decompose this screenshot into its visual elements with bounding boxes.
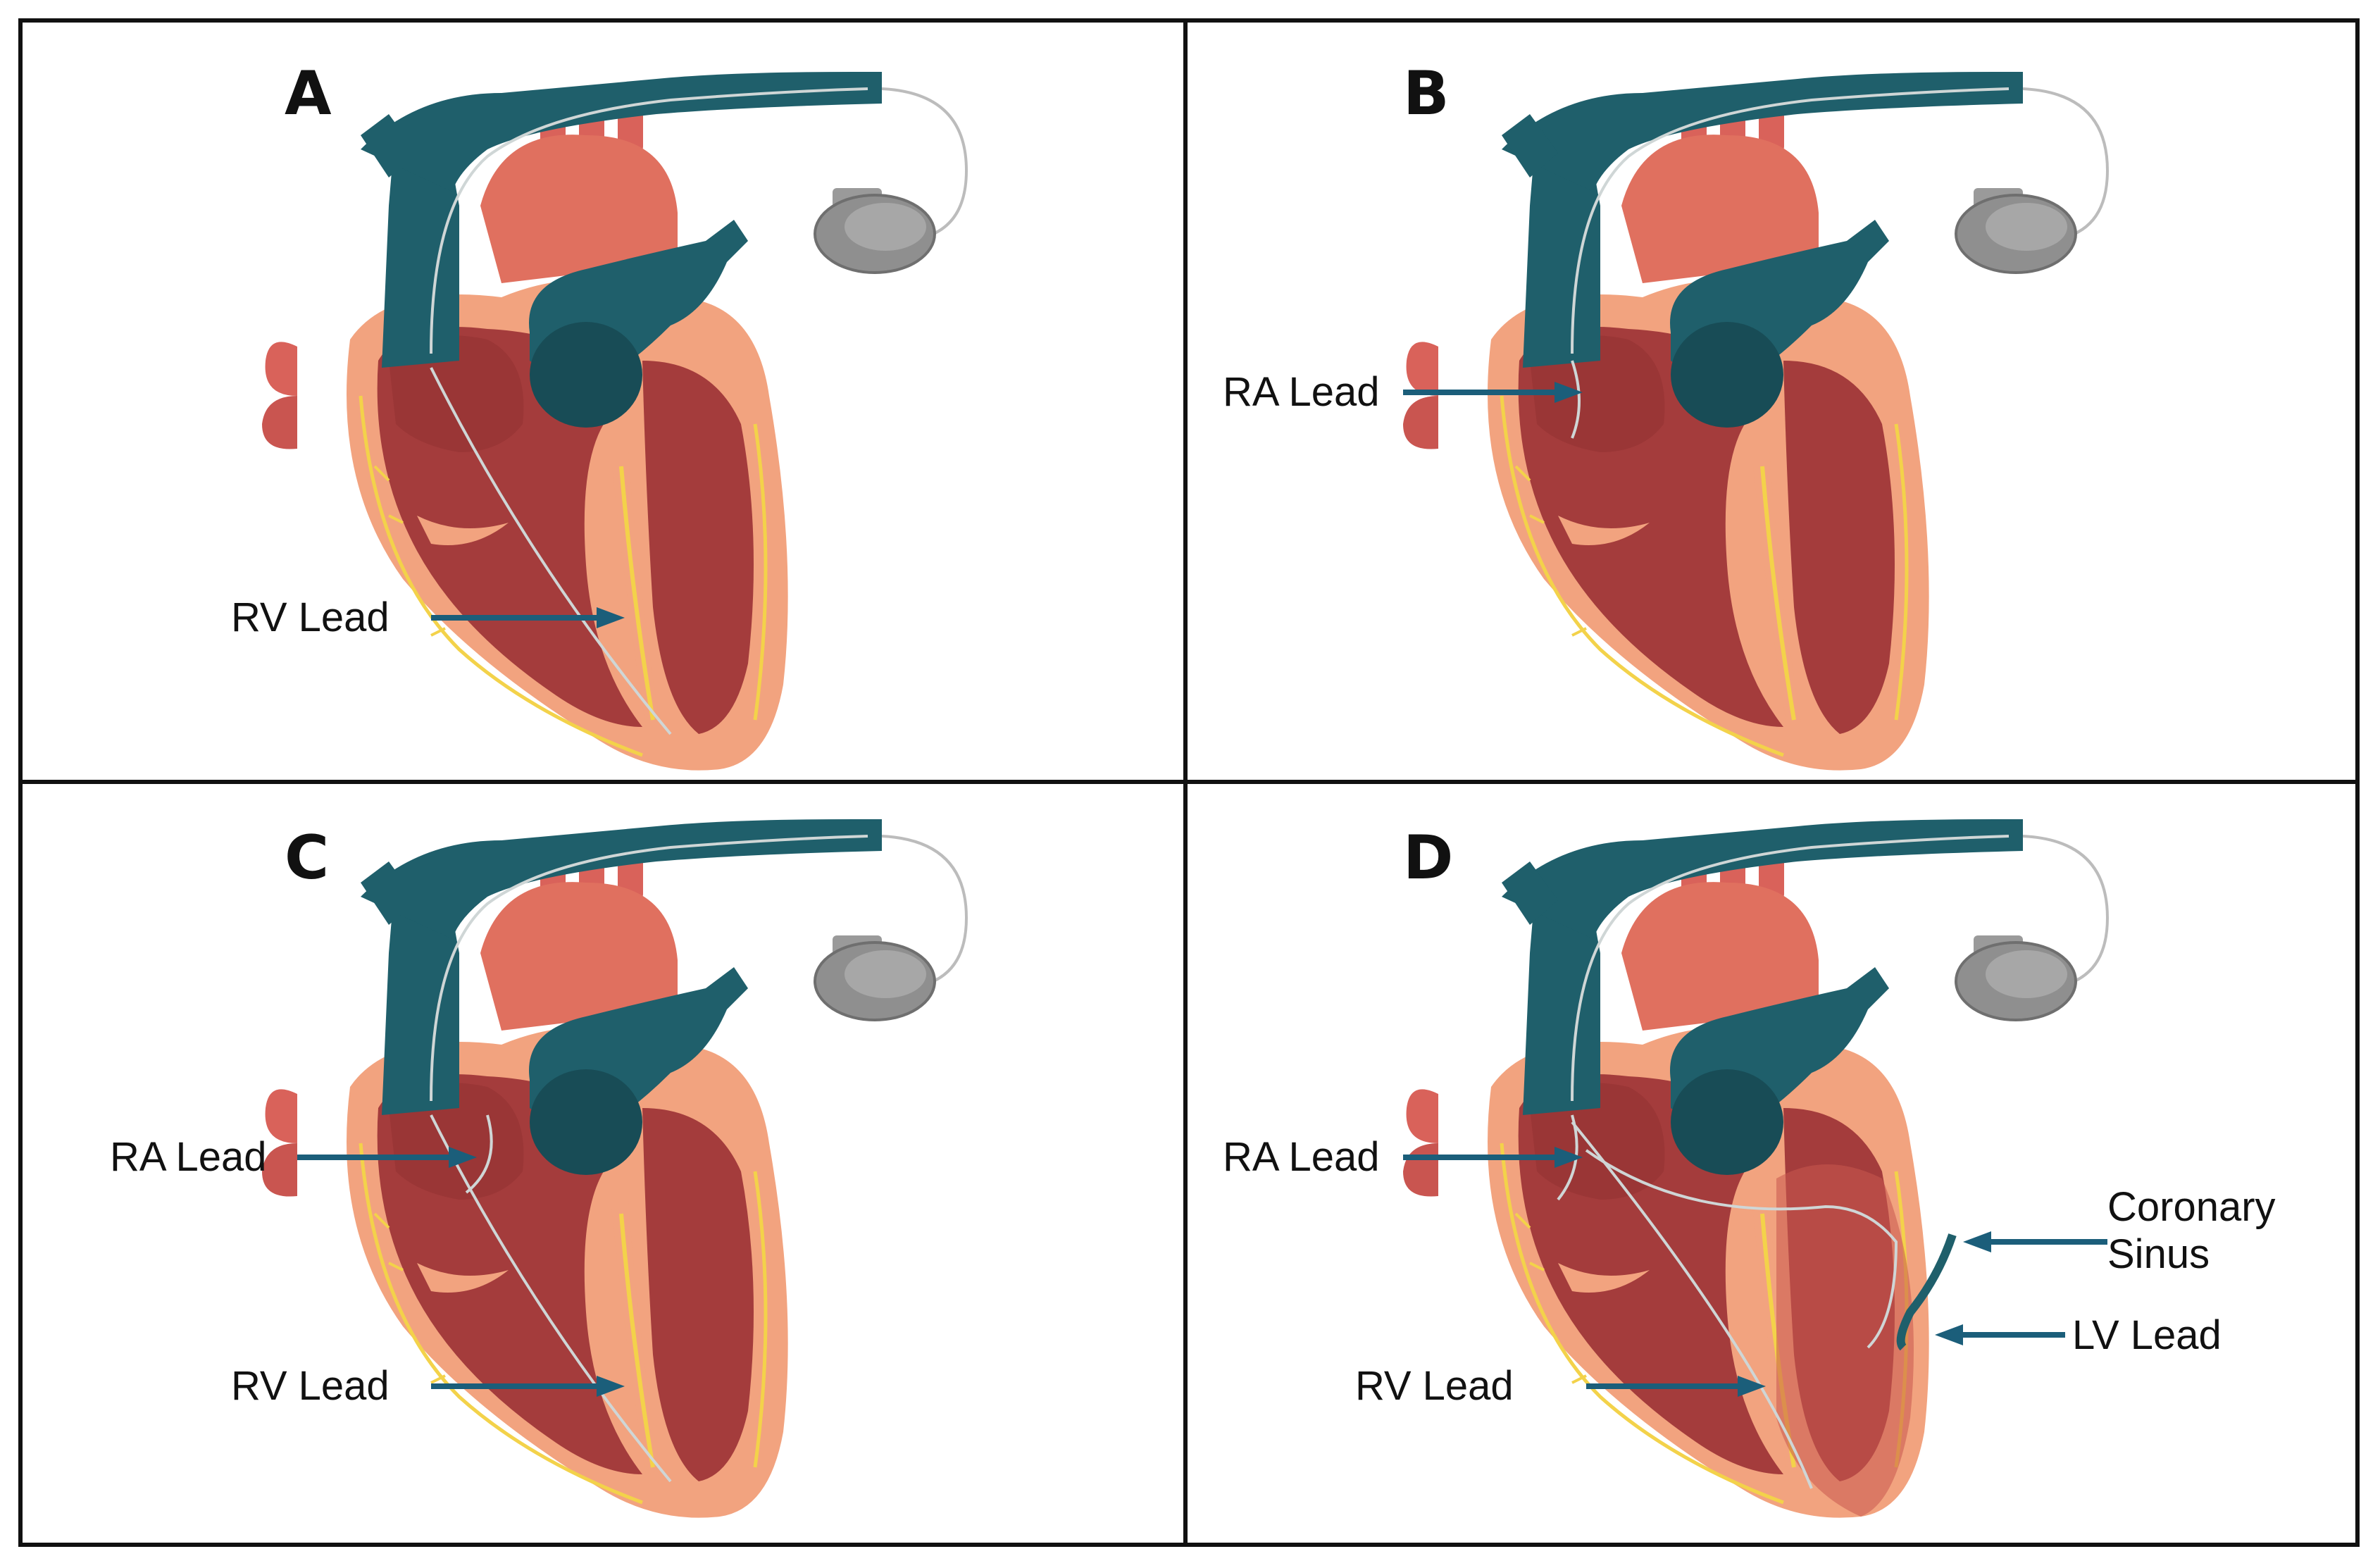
coronary-sinus-label: Coronary Sinus xyxy=(2107,1184,2276,1277)
heart-illustration xyxy=(23,784,1185,1541)
ra-lead-arrow xyxy=(297,1147,477,1168)
rv-lead-label: RV Lead xyxy=(1355,1363,1514,1409)
panel-label: A xyxy=(285,58,332,129)
rv-lead-arrow xyxy=(431,607,625,628)
rv-lead-label: RV Lead xyxy=(231,595,390,640)
rv-lead-arrow xyxy=(431,1376,625,1397)
ra-lead-arrow xyxy=(1403,1147,1583,1168)
ra-lead-label: RA Lead xyxy=(110,1134,267,1180)
heart-illustration xyxy=(1192,23,2354,780)
panel-b: B RA Lead xyxy=(1192,23,2354,780)
heart-illustration xyxy=(1192,784,2354,1541)
coronary-sinus-arrow xyxy=(1963,1231,2107,1252)
horizontal-divider xyxy=(18,780,2360,784)
panel-c: C RA Lead RV Lead xyxy=(23,784,1185,1541)
heart-illustration xyxy=(23,23,1185,780)
rv-lead-arrow xyxy=(1586,1376,1766,1397)
panel-label: C xyxy=(285,823,330,893)
rv-lead-label: RV Lead xyxy=(231,1363,390,1409)
ra-lead-label: RA Lead xyxy=(1223,369,1380,415)
panel-d: D RA Lead Coronary Sinus LV Lead RV Lead xyxy=(1192,784,2354,1541)
lv-lead-label: LV Lead xyxy=(2072,1312,2222,1358)
panel-label: B xyxy=(1403,58,1450,129)
panel-a: A RV Lead xyxy=(23,23,1185,780)
panel-label: D xyxy=(1403,823,1454,893)
ra-lead-label: RA Lead xyxy=(1223,1134,1380,1180)
ra-lead-arrow xyxy=(1403,382,1583,403)
lv-lead-arrow xyxy=(1935,1324,2065,1345)
